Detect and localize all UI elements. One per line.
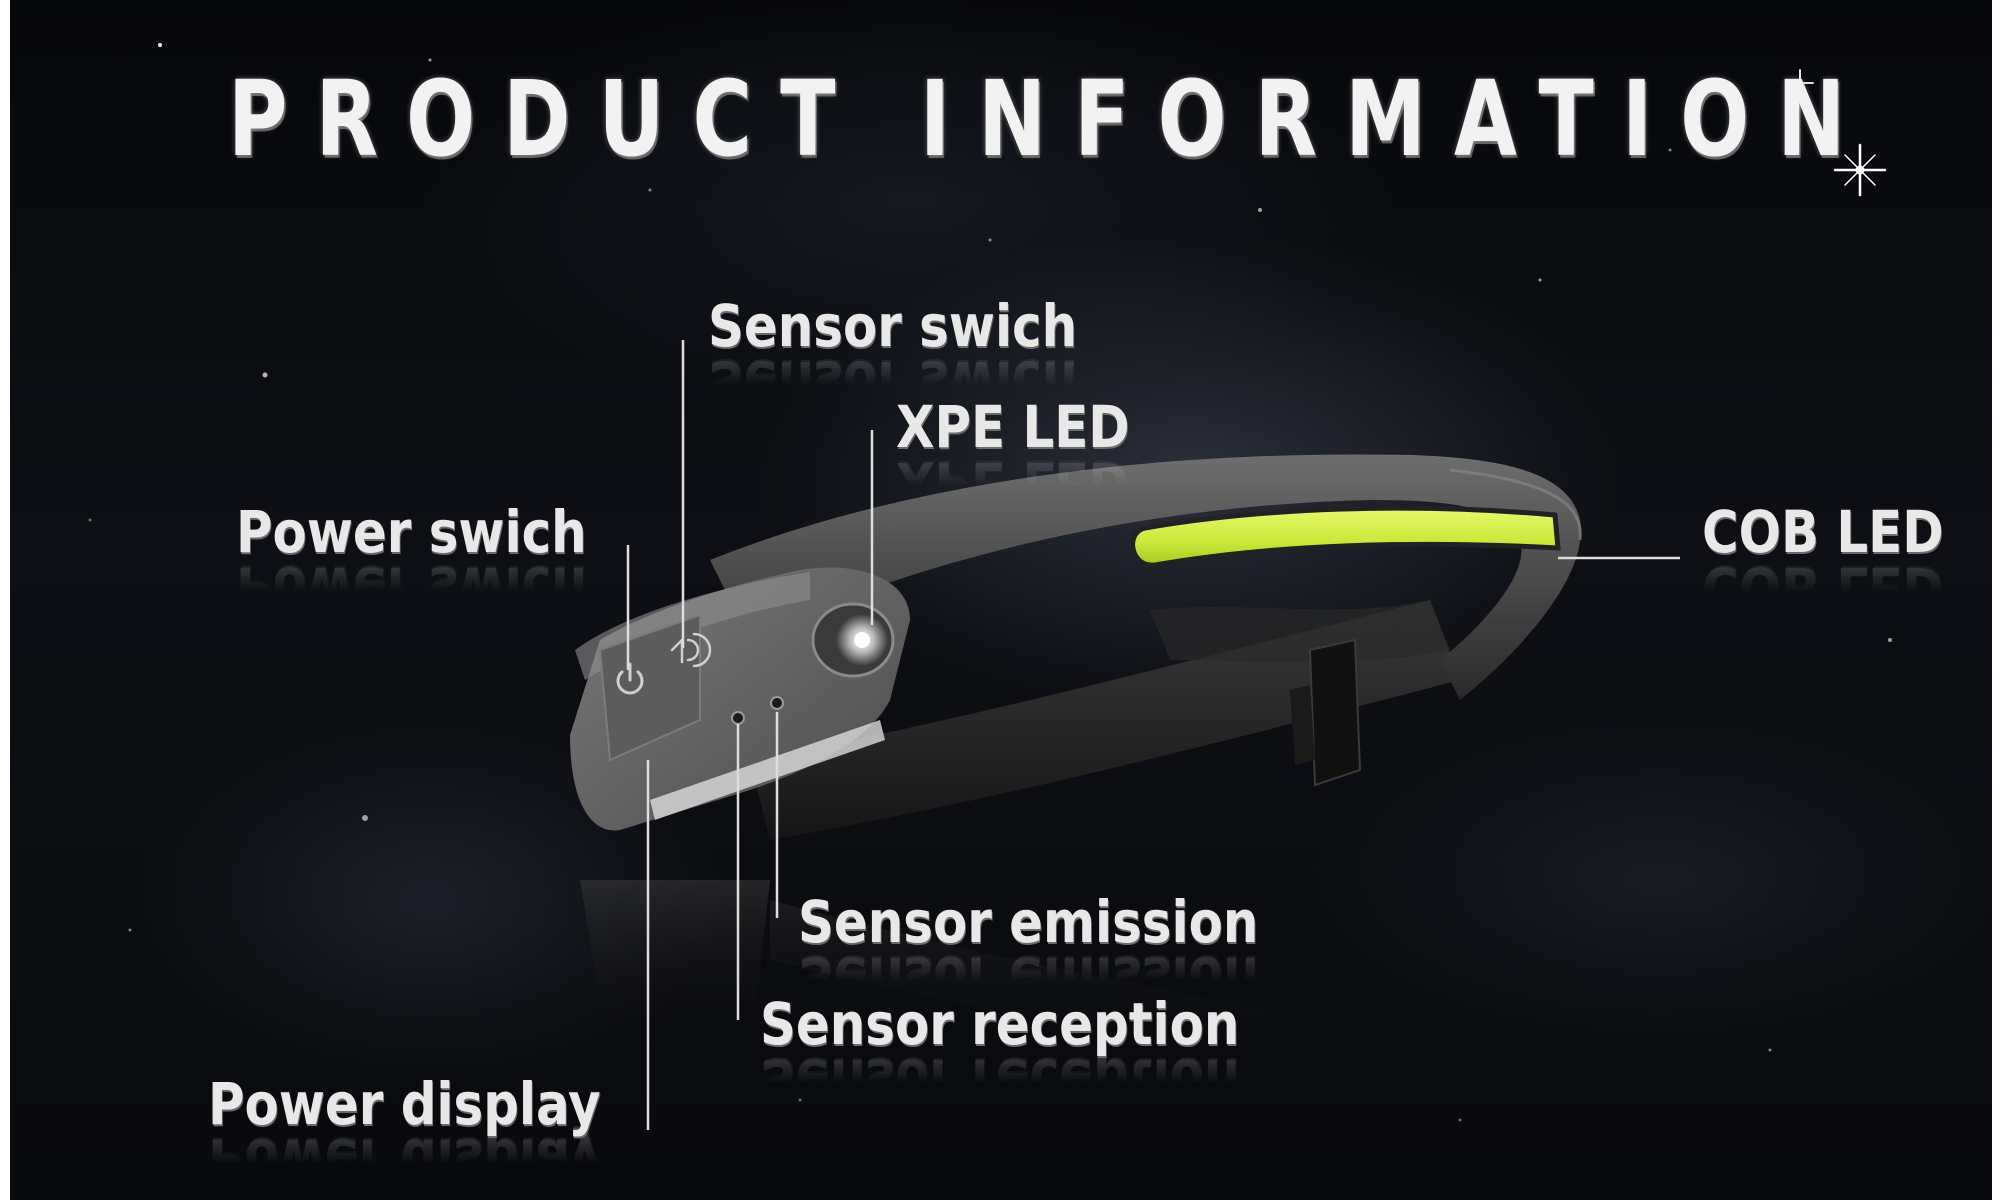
xpe-led-icon xyxy=(811,602,895,678)
page-title: PRODUCT INFORMATION xyxy=(228,58,1874,180)
star-field xyxy=(88,43,1892,1122)
label-sensor-switch: Sensor swich xyxy=(708,292,1078,360)
label-power-display: Power display xyxy=(208,1070,601,1138)
product-info-banner: PRODUCT INFORMATION Sensor swich XPE LED… xyxy=(10,0,1992,1200)
headlamp-reflection xyxy=(580,880,1450,1080)
headlamp-illustration xyxy=(88,43,1892,1130)
power-button-icon xyxy=(616,662,644,695)
label-xpe-led: XPE LED xyxy=(896,393,1130,461)
sparkle-star-icon xyxy=(1786,69,1887,197)
headband-strap xyxy=(750,600,1460,840)
label-cob-led: COB LED xyxy=(1702,498,1944,566)
callout-lines xyxy=(626,340,1680,1130)
label-power-switch: Power swich xyxy=(236,498,587,566)
label-sensor-emission: Sensor emission xyxy=(798,888,1259,956)
headband-arc xyxy=(710,454,1582,700)
label-sensor-reception: Sensor reception xyxy=(760,990,1240,1058)
